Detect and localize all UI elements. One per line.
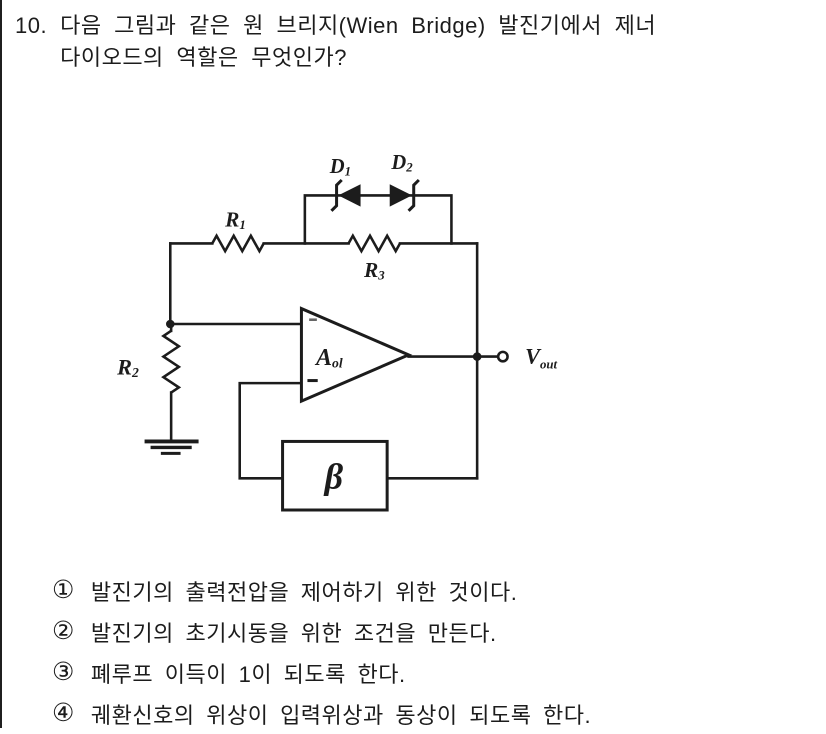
d1-triangle <box>338 184 361 207</box>
resistor-r2 <box>161 329 182 394</box>
choice-3-marker: ③ <box>52 658 75 686</box>
choice-4-text: 궤환신호의 위상이 입력위상과 동상이 되도록 한다. <box>90 702 592 728</box>
question-text: 다음 그림과 같은 원 브리지(Wien Bridge) 발진기에서 제너 다이… <box>60 10 656 74</box>
junction-dot-output <box>472 352 482 361</box>
beta-label: β <box>323 457 344 497</box>
choice-1-marker: ① <box>52 576 75 604</box>
choice-3: ③ 폐루프 이득이 1이 되도록 한다. <box>52 652 812 693</box>
label-d1: D1 <box>329 156 351 179</box>
label-d2: D2 <box>390 152 413 175</box>
resistor-r3 <box>347 233 402 254</box>
choice-4: ④ 궤환신호의 위상이 입력위상과 동상이 되도록 한다. <box>52 693 812 734</box>
answer-choices: ① 발진기의 출력전압을 제어하기 위한 것이다. ② 발진기의 초기시동을 위… <box>52 570 812 734</box>
zener-diode-d1 <box>330 178 361 212</box>
choice-4-marker: ④ <box>52 699 75 727</box>
page-border-left <box>0 0 2 728</box>
choice-2: ② 발진기의 초기시동을 위한 조건을 만든다. <box>52 611 812 652</box>
zener-diode-d2 <box>389 178 420 212</box>
question-line-2: 다이오드의 역할은 무엇인가? <box>60 45 347 70</box>
output-terminal-circle <box>496 350 509 363</box>
choice-1-text: 발진기의 출력전압을 제어하기 위한 것이다. <box>90 579 518 605</box>
beta-block: β <box>281 439 389 512</box>
choice-1: ① 발진기의 출력전압을 제어하기 위한 것이다. <box>52 570 812 611</box>
choice-3-text: 폐루프 이득이 1이 되도록 한다. <box>90 661 406 687</box>
circuit-diagram: Aol β D1 D2 R1 R3 R2 Vout <box>100 105 700 555</box>
question-number: 10. <box>15 13 48 38</box>
label-r1: R1 <box>224 207 246 232</box>
diode-branch-wire <box>303 194 453 245</box>
question-line-1: 다음 그림과 같은 원 브리지(Wien Bridge) 발진기에서 제너 <box>60 13 657 38</box>
feedback-left-wire <box>238 381 303 480</box>
beta-box <box>281 439 389 512</box>
d2-zener-bar <box>407 178 420 212</box>
d1-zener-bar <box>330 178 343 212</box>
question-block: 10. 다음 그림과 같은 원 브리지(Wien Bridge) 발진기에서 제… <box>15 10 805 74</box>
label-vout: Vout <box>525 343 557 371</box>
ground-symbol <box>144 439 199 455</box>
label-r2: R2 <box>116 355 139 381</box>
opamp: Aol <box>299 306 413 404</box>
junction-dot-input <box>166 319 175 329</box>
choice-2-text: 발진기의 초기시동을 위한 조건을 만든다. <box>90 620 497 646</box>
opamp-triangle <box>299 306 413 404</box>
d2-triangle <box>389 184 412 207</box>
resistor-r1 <box>211 233 265 254</box>
opamp-gain-label: Aol <box>314 345 343 371</box>
choice-2-marker: ② <box>52 617 75 645</box>
label-r3: R3 <box>363 258 385 283</box>
